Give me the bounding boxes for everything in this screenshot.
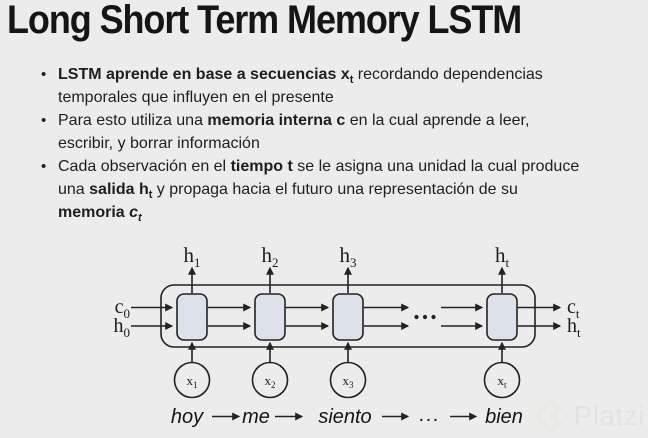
bullet-text-3: Cada observación en el tiempo t se le as…	[58, 158, 580, 225]
input-arrows	[188, 341, 506, 362]
ct-label: ct	[567, 296, 580, 321]
x3-label: x3	[343, 373, 355, 390]
h0-label: h0	[114, 315, 131, 340]
bullet-marker: •	[41, 158, 47, 175]
bullet-text-1: LSTM aprende en base a secuencias xt rec…	[58, 66, 543, 106]
ht-right-label: ht	[567, 315, 581, 340]
bullet-item-3: • Cada observación en el tiempo t se le …	[36, 155, 636, 224]
bullet-marker: •	[41, 66, 47, 83]
bullet-marker: •	[41, 112, 47, 129]
diagram-labels: h1 h2 h3 ht c0 h0 ct ht x1 x2 x3 xt	[114, 243, 582, 390]
ellipsis-dots	[414, 314, 436, 320]
platzi-logo-icon	[532, 398, 569, 434]
horizontal-flow-arrows	[131, 303, 562, 330]
lstm-cell-1	[176, 293, 208, 341]
lstm-cells	[176, 293, 518, 341]
xt-label: xt	[497, 373, 507, 390]
input-node-x3	[329, 361, 367, 399]
c0-label: c0	[115, 296, 130, 321]
h1-label: h1	[184, 243, 201, 270]
sequence-words: hoy me siento ... bien	[171, 404, 523, 428]
input-node-x1	[173, 361, 211, 399]
lstm-cell-3	[332, 293, 364, 341]
input-nodes	[173, 361, 521, 399]
x2-label: x2	[265, 373, 276, 390]
h2-label: h2	[262, 243, 279, 270]
word-siento: siento	[318, 406, 371, 428]
lstm-cell-2	[254, 293, 286, 341]
page-title: Long Short Term Memory LSTM	[7, 0, 522, 42]
x1-label: x1	[187, 373, 198, 390]
platzi-watermark: Platzi	[532, 398, 645, 434]
bullet-item-2: • Para esto utiliza una memoria interna …	[36, 109, 636, 155]
word-me: me	[242, 406, 270, 428]
bullet-item-1: • LSTM aprende en base a secuencias xt r…	[36, 63, 636, 109]
word-ellipsis: ...	[419, 404, 440, 426]
platzi-watermark-text: Platzi	[573, 400, 645, 431]
bullet-list: • LSTM aprende en base a secuencias xt r…	[36, 63, 636, 224]
input-node-xt	[483, 361, 521, 399]
word-bien: bien	[485, 406, 523, 428]
lstm-cell-t	[486, 293, 518, 341]
h3-label: h3	[340, 243, 357, 270]
ht-top-label: ht	[495, 243, 510, 270]
output-arrows	[188, 266, 506, 293]
word-hoy: hoy	[171, 406, 204, 428]
bullet-text-2: Para esto utiliza una memoria interna c …	[58, 112, 530, 152]
input-node-x2	[251, 361, 289, 399]
